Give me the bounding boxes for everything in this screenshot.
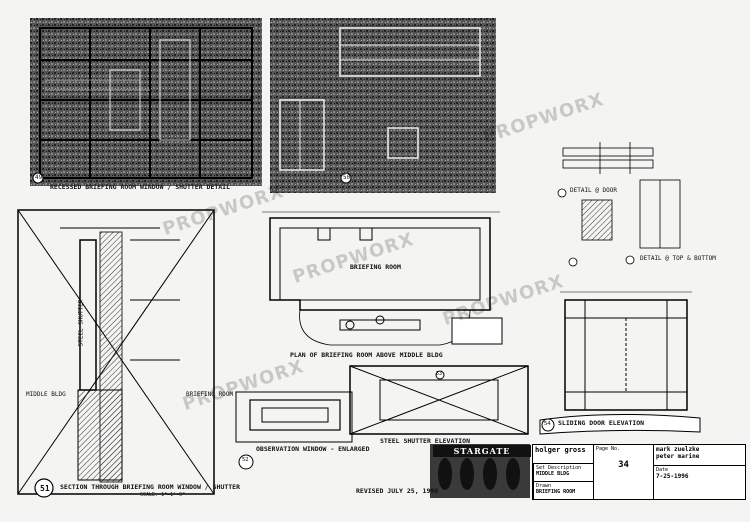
steel-shutter-label: STEEL SHUTTER <box>77 299 85 347</box>
sheet-number: 34 <box>618 460 629 470</box>
detail-top-bottom: DETAIL @ TOP & BOTTOM <box>640 255 716 262</box>
section-51-title: SECTION THROUGH BRIEFING ROOM WINDOW / S… <box>60 483 241 491</box>
observation-title: OBSERVATION WINDOW - ENLARGED <box>256 445 370 453</box>
designer-name: holger gross <box>532 445 592 463</box>
detail-at-door: DETAIL @ DOOR <box>570 187 617 194</box>
jar-shapes <box>438 458 520 490</box>
art-director-2: peter marine <box>656 453 700 460</box>
detail-50-number: 50 <box>343 174 351 181</box>
plan-title: PLAN OF BRIEFING ROOM ABOVE MIDDLE BLDG <box>290 351 443 359</box>
set-description: MIDDLE BLDG <box>536 471 570 477</box>
observation-number: 52 <box>242 457 249 463</box>
section-51-number: 51 <box>40 484 50 493</box>
sliding-door-elevation-54 <box>539 291 701 435</box>
drawn-value: BRIEFING ROOM <box>536 489 576 495</box>
detail-49-panel <box>30 18 262 186</box>
steel-shutter-elevation-53 <box>349 365 529 435</box>
shutter-elevation-number: 53 <box>436 371 443 377</box>
section-51 <box>17 209 215 498</box>
detail-50-panel <box>270 18 496 193</box>
door-elevation-title: SLIDING DOOR ELEVATION <box>558 419 645 427</box>
detail-49-number: 49 <box>35 174 43 181</box>
set-description-label: Set Description <box>536 465 582 471</box>
section-51-scale: SCALE: 1"=1'-0" <box>140 492 186 498</box>
middle-bldg-label: MIDDLE BLDG <box>26 391 66 398</box>
plan-briefing-room <box>262 211 503 346</box>
stargate-logo: STARGATE <box>433 445 531 457</box>
observation-window-52 <box>235 391 353 470</box>
plan-room-label: BRIEFING ROOM <box>350 263 401 271</box>
revised-note: REVISED JULY 25, 1996 <box>356 487 439 495</box>
drawn-label: Drawn <box>536 483 552 489</box>
date-label: Date <box>656 467 669 473</box>
door-elevation-number: 54 <box>544 421 551 427</box>
date-value: 7-25-1996 <box>656 473 689 480</box>
shutter-elevation-title: STEEL SHUTTER ELEVATION <box>380 437 471 445</box>
art-director-1: mark zuelzke <box>656 446 700 453</box>
detail-49-title: RECESSED BRIEFING ROOM WINDOW / SHUTTER … <box>50 183 231 191</box>
briefing-room-label: BRIEFING ROOM <box>186 391 233 398</box>
title-block: STARGATE holger gross Set Description MI… <box>433 444 746 500</box>
page-no-label: Page No. <box>596 446 621 452</box>
small-details <box>557 142 681 267</box>
